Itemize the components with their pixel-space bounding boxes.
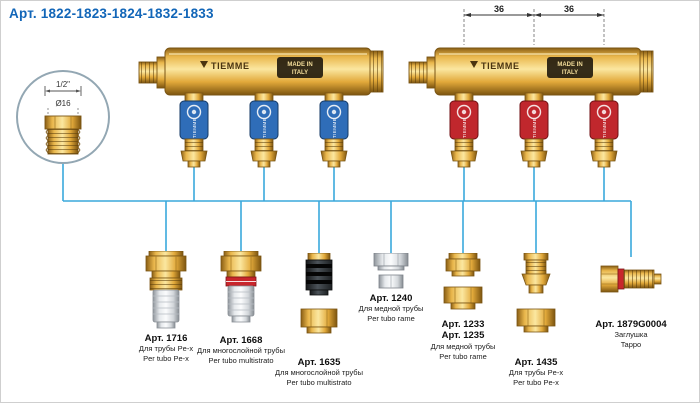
fitting-art-label: Арт. 1635 (297, 357, 341, 368)
tiemme-logo-icon (200, 61, 208, 68)
blue-connector-lines (62, 164, 632, 257)
fitting-1240-image (373, 253, 409, 289)
svg-text:MADE IN: MADE IN (557, 62, 582, 68)
fitting-art-label-2: Арт. 1235 (441, 330, 485, 342)
fitting-desc-ru: Для трубы Pe-x (508, 368, 564, 378)
fitting-desc-it: Per tubo multistrato (208, 356, 274, 366)
fitting-cross-section (44, 115, 82, 155)
fitting-art-label: Арт. 1233 (441, 319, 485, 330)
manifold-body: TIEMME MADE IN ITALY (408, 47, 654, 96)
fitting-1240: Арт. 1240 Для медной трубы Per tubo rame (346, 253, 436, 324)
tiemme-logo: TIEMME (211, 61, 250, 71)
valve-brand-label: TIEMME (462, 118, 467, 138)
dimension-lines: 36 36 (463, 4, 605, 45)
valve-blue-2: TIEMME (249, 92, 279, 168)
fitting-1879G0004-image (600, 265, 662, 293)
svg-text:ITALY: ITALY (292, 70, 308, 76)
fitting-1635-image (300, 253, 338, 334)
fitting-desc-it: Per tubo rame (367, 314, 415, 324)
manifold-body: TIEMME MADE IN ITALY (138, 47, 384, 96)
fitting-1716: Арт. 1716 Для трубы Pe-x Per tubo Pe-x (121, 251, 211, 364)
fitting-desc-it: Per tubo multistrato (286, 378, 352, 388)
valve-red-3: TIEMME (589, 92, 619, 168)
made-in-italy-badge (547, 57, 593, 78)
fitting-art-label: Арт. 1240 (369, 293, 413, 304)
fitting-1233-1235-image (443, 253, 483, 310)
page-title: Арт. 1822-1823-1824-1832-1833 (9, 6, 214, 21)
dimension-label-1: 36 (494, 4, 504, 14)
diameter-label: Ø16 (55, 99, 71, 108)
fitting-desc-it: Per tubo Pe-x (143, 354, 189, 364)
fitting-desc-ru: Для многослойной трубы (196, 346, 285, 356)
fitting-art-label: Арт. 1716 (144, 333, 188, 344)
valve-blue-3: TIEMME (319, 92, 349, 168)
detail-circle: 1/2" Ø16 (16, 70, 110, 164)
fitting-desc-ru: Для медной трубы (358, 304, 424, 314)
thread-size-label: 1/2" (56, 80, 70, 89)
valve-brand-label: TIEMME (332, 118, 337, 138)
fitting-desc-it: Tappo (620, 340, 642, 350)
fitting-1668-image (220, 251, 262, 323)
valve-brand-label: TIEMME (192, 118, 197, 138)
fitting-desc-it: Per tubo Pe-x (513, 378, 559, 388)
fitting-art-label: Арт. 1879G0004 (595, 319, 667, 330)
fitting-1716-image (145, 251, 187, 329)
fitting-desc-it: Per tubo rame (439, 351, 487, 361)
fitting-desc-ru: Для медной трубы (430, 341, 496, 351)
fitting-art-label: Арт. 1435 (514, 357, 558, 368)
valve-red-2: TIEMME (519, 92, 549, 168)
valve-red-1: TIEMME (449, 92, 479, 168)
valve-blue-1: TIEMME (179, 92, 209, 168)
made-in-italy-badge (277, 57, 323, 78)
fitting-1435: Арт. 1435 Для трубы Pe-x Per tubo Pe-x (491, 253, 581, 388)
fitting-1879G0004: Арт. 1879G0004 Заглушка Tappo (586, 257, 676, 350)
svg-text:MADE IN: MADE IN (287, 62, 312, 68)
valve-brand-label: TIEMME (532, 118, 537, 138)
fitting-1668: Арт. 1668 Для многослойной трубы Per tub… (196, 251, 286, 366)
fitting-art-label: Арт. 1668 (219, 335, 263, 346)
fitting-desc-ru: Для многослойной трубы (274, 368, 363, 378)
fitting-desc-ru: Заглушка (614, 330, 648, 340)
tiemme-logo-icon (470, 61, 478, 68)
manifold-red-valves: TIEMME MADE IN ITALY TIEMME (406, 33, 656, 178)
fitting-1635: Арт. 1635 Для многослойной трубы Per tub… (274, 253, 364, 388)
fitting-desc-ru: Для трубы Pe-x (138, 344, 194, 354)
valve-brand-label: TIEMME (262, 118, 267, 138)
tiemme-logo: TIEMME (481, 61, 520, 71)
fitting-1233-1235: Арт. 1233 Арт. 1235 Для медной трубы Per… (418, 253, 508, 361)
dimension-label-2: 36 (564, 4, 574, 14)
valve-brand-label: TIEMME (602, 118, 607, 138)
manifold-blue-valves: TIEMME MADE IN ITALY TIEMME (136, 33, 386, 178)
svg-text:ITALY: ITALY (562, 70, 578, 76)
fitting-1435-image (516, 253, 556, 333)
